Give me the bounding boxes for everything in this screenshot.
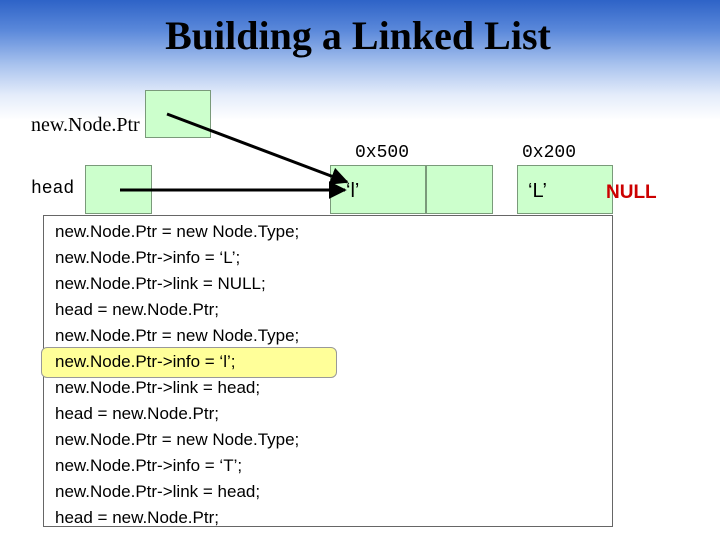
new-node-ptr-arrow: [166, 112, 349, 185]
new-node-ptr-box: [145, 90, 211, 138]
code-line-6: new.Node.Ptr->info = ‘l’;: [55, 352, 236, 371]
node2-info: ‘L’: [528, 180, 547, 202]
code-line-12: head = new.Node.Ptr;: [55, 508, 219, 527]
head-label: head: [31, 179, 75, 199]
code-line-2: new.Node.Ptr->info = ‘L’;: [55, 248, 241, 267]
code-line-4: head = new.Node.Ptr;: [55, 300, 219, 319]
code-line-3: new.Node.Ptr->link = NULL;: [55, 274, 266, 293]
code-line-10: new.Node.Ptr->info = ‘T’;: [55, 456, 243, 475]
code-line-7: new.Node.Ptr->link = head;: [55, 378, 261, 397]
code-line-1: new.Node.Ptr = new Node.Type;: [55, 222, 300, 241]
code-line-11: new.Node.Ptr->link = head;: [55, 482, 261, 501]
node2-info-box: [517, 165, 613, 214]
node1-info: ‘l’: [346, 180, 360, 202]
address-label-1: 0x500: [355, 143, 410, 163]
current-line-highlight: [41, 347, 337, 378]
node1-link-box: [426, 165, 493, 214]
code-line-9: new.Node.Ptr = new Node.Type;: [55, 430, 300, 449]
new-node-ptr-label: new.Node.Ptr: [31, 114, 140, 136]
null-label: NULL: [606, 182, 657, 203]
code-line-8: head = new.Node.Ptr;: [55, 404, 219, 423]
code-line-5: new.Node.Ptr = new Node.Type;: [55, 326, 300, 345]
page-title: Building a Linked List: [165, 13, 551, 58]
address-label-2: 0x200: [522, 143, 577, 163]
